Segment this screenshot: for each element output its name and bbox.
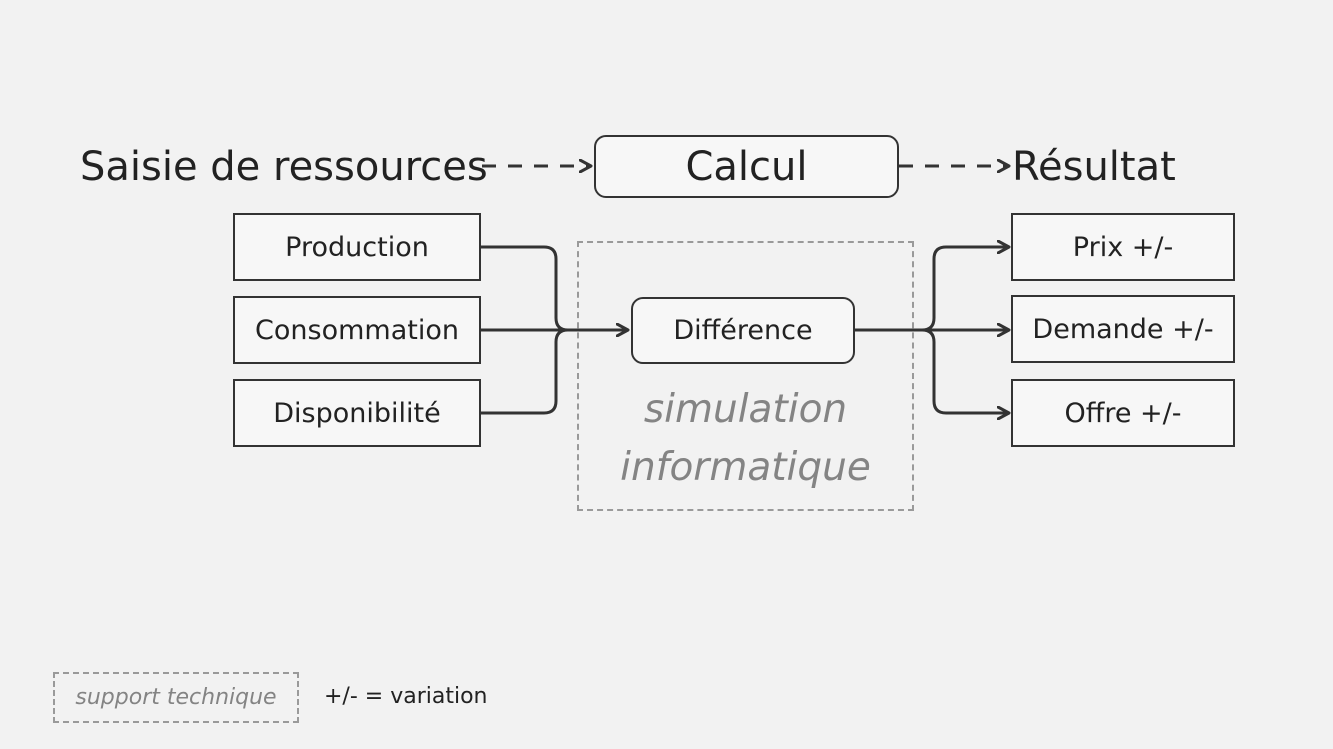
simulation-region: [577, 241, 914, 511]
output-node-offre: Offre +/-: [1011, 379, 1235, 447]
input-node-production: Production: [233, 213, 481, 281]
legend-variation-note: +/- = variation: [324, 684, 488, 709]
input-stage-label: Saisie de ressources: [80, 144, 488, 190]
connector-to-offre: [855, 328, 1008, 413]
region-label-line2: informatique: [620, 445, 871, 490]
output-stage-label: Résultat: [1012, 144, 1176, 190]
connector-disponibilite: [481, 328, 569, 415]
output-node-prix: Prix +/-: [1011, 213, 1235, 281]
input-node-consommation: Consommation: [233, 296, 481, 364]
difference-node: Différence: [631, 297, 855, 364]
connector-production: [481, 245, 569, 332]
output-node-demande: Demande +/-: [1011, 295, 1235, 363]
legend-support-technique: support technique: [53, 672, 299, 723]
input-node-disponibilite: Disponibilité: [233, 379, 481, 447]
calcul-node: Calcul: [594, 135, 899, 198]
region-label-line1: simulation: [643, 387, 848, 432]
simulation-region-label: simulation informatique: [577, 381, 914, 497]
